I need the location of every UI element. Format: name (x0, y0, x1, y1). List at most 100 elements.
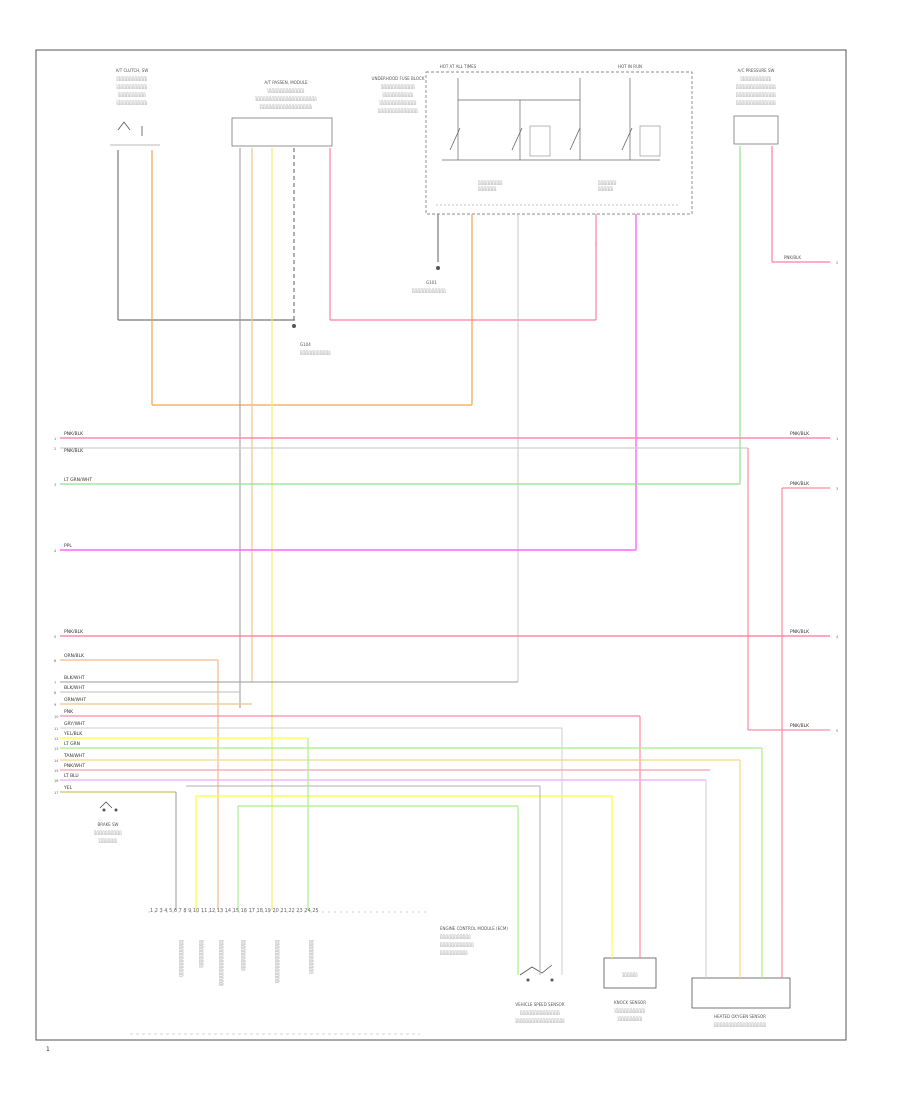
svg-text:1 2 3 4 5 6 7 8 9 10 11 12 13: 1 2 3 4 5 6 7 8 9 10 11 12 13 14 15 16 1… (150, 908, 319, 914)
right-module: A/C PRESSURE SW ░░░░░░░░░░ ░░░░░░░░░░░░░… (733, 68, 779, 145)
bus-label-9: ORN/WHT (64, 697, 86, 703)
bus-label-15: PNK/WHT (64, 763, 85, 769)
svg-text:PNK/BLK: PNK/BLK (790, 723, 810, 729)
relay-box: UNDERHOOD FUSE BLOCK ░░░░░░░░░░░ ░░░░░░░… (372, 64, 693, 215)
svg-text:░░░░░░░░░░: ░░░░░░░░░░ (383, 92, 414, 97)
svg-text:PNK/BLK: PNK/BLK (790, 431, 810, 437)
svg-text:░░░░░░░░░░: ░░░░░░░░░░ (241, 940, 246, 971)
svg-text:13: 13 (54, 747, 58, 751)
svg-text:░░░░░░░░░░: ░░░░░░░░░░ (117, 84, 148, 89)
svg-text:PNK/BLK: PNK/BLK (790, 481, 810, 487)
svg-text:░░░░░░░░░░: ░░░░░░░░░░ (300, 350, 331, 355)
bottom-left-switch: BRAKE SW ░░░░░░░░░ ░░░░░░ (94, 801, 122, 843)
svg-text:░░░░░░░░░: ░░░░░░░░░ (199, 940, 204, 968)
right-module-label: A/C PRESSURE SW (738, 68, 775, 73)
svg-text:░░░░░░░░░░░░░: ░░░░░░░░░░░░░ (736, 84, 776, 89)
svg-text:░░░░░░░░░: ░░░░░░░░░ (440, 950, 468, 955)
svg-text:░░░░░░░░░░: ░░░░░░░░░░ (117, 76, 148, 81)
svg-text:░░░░░░░░░░: ░░░░░░░░░░ (440, 934, 471, 939)
svg-text:░░░░░░: ░░░░░░ (99, 838, 117, 843)
sensor3-label: HEATED OXYGEN SENSOR (714, 1014, 766, 1019)
svg-text:░░░░░░░░░░: ░░░░░░░░░░ (117, 100, 148, 105)
left-module-label: A/T CLUTCH, SW (116, 68, 149, 73)
bus-label-16: LT BLU (64, 773, 79, 779)
svg-text:░░░░░░: ░░░░░░ (598, 180, 616, 185)
bus-label-17: YEL (63, 785, 73, 791)
svg-text:░░░░░: ░░░░░ (598, 186, 613, 191)
bus-label-4: PPL (64, 543, 72, 549)
relay-right-label: HOT IN RUN (618, 64, 642, 69)
svg-text:░░░░░░░░░░░░░░░░░: ░░░░░░░░░░░░░░░░░ (714, 1022, 766, 1027)
ecm-label: ENGINE CONTROL MODULE (ECM) (440, 926, 508, 931)
svg-text:14: 14 (54, 759, 59, 763)
bus-label-3: LT GRN/WHT (64, 477, 92, 483)
svg-text:17: 17 (54, 791, 58, 795)
heated-oxygen-sensor: HEATED OXYGEN SENSOR ░░░░░░░░░░░░░░░░░ (691, 977, 791, 1027)
page-number: 1 (46, 1046, 50, 1053)
bus-label-10: PNK (64, 709, 74, 715)
svg-text:7: 7 (54, 681, 56, 685)
diagram-frame (35, 49, 847, 1041)
ground-center: G104 ░░░░░░░░░░ (292, 324, 331, 355)
svg-text:2: 2 (836, 261, 838, 265)
svg-text:░░░░░░░░░░░░: ░░░░░░░░░░░░ (179, 940, 184, 977)
svg-text:░░░░░░░░░░░: ░░░░░░░░░░░ (440, 942, 474, 947)
svg-text:9: 9 (54, 703, 56, 707)
svg-text:░░░░░░░░░░: ░░░░░░░░░░ (615, 1008, 646, 1013)
svg-text:15: 15 (54, 769, 58, 773)
svg-text:░░░░░░░░░: ░░░░░░░░░ (118, 92, 146, 97)
svg-text:░░░░░░░░░░░░: ░░░░░░░░░░░░ (380, 100, 417, 105)
center-connector-label: A/T PASSEN, MODULE (264, 80, 308, 85)
bus-label-12: YEL/BLK (63, 731, 83, 737)
svg-text:5: 5 (54, 635, 56, 639)
bus-label-5: PNK/BLK (64, 629, 84, 635)
svg-text:░░░░░░░░░░░░░: ░░░░░░░░░░░░░ (378, 108, 418, 113)
svg-text:3: 3 (54, 483, 56, 487)
ecm-connector: 1 2 3 4 5 6 7 8 9 10 11 12 13 14 15 16 1… (130, 908, 508, 1035)
svg-text:PNK/BLK: PNK/BLK (784, 255, 801, 260)
svg-text:░░░░░░░░░░░░: ░░░░░░░░░░░░ (268, 88, 305, 93)
relay-box-label: UNDERHOOD FUSE BLOCK (372, 76, 425, 81)
svg-text:░░░░░░░░░░░░░░░: ░░░░░░░░░░░░░░░ (219, 940, 224, 986)
bus-label-11: GRY/WHT (64, 721, 85, 727)
bus-label-2: PNK/BLK (64, 448, 84, 454)
ground-center-label: G104 (300, 342, 311, 347)
svg-text:1: 1 (54, 437, 56, 441)
svg-text:░░░░░: ░░░░░ (622, 972, 637, 977)
svg-text:░░░░░░░░░░░░░░░░░░░░: ░░░░░░░░░░░░░░░░░░░░ (255, 96, 317, 101)
svg-text:2: 2 (54, 447, 56, 451)
svg-text:░░░░░░░░░: ░░░░░░░░░ (94, 830, 122, 835)
svg-text:░░░░░░░░░░░: ░░░░░░░░░░░ (309, 940, 314, 974)
svg-text:4: 4 (54, 549, 57, 553)
knock-sensor: ░░░░░ KNOCK SENSOR ░░░░░░░░░░ ░░░░░░░░ (603, 957, 657, 1021)
svg-text:░░░░░░░░░░░░░░░░░: ░░░░░░░░░░░░░░░░░ (260, 104, 312, 109)
ground-top-label: G101 (426, 280, 437, 285)
bus-label-8: BLK/WHT (64, 685, 85, 691)
svg-text:5: 5 (836, 729, 838, 733)
svg-text:1: 1 (836, 437, 838, 441)
left-module: A/T CLUTCH, SW ░░░░░░░░░░ ░░░░░░░░░░ ░░░… (110, 68, 160, 146)
svg-text:3: 3 (836, 487, 838, 491)
svg-text:░░░░░░░░░░░░░: ░░░░░░░░░░░░░ (520, 1010, 560, 1015)
ground-top: G101 ░░░░░░░░░░░ (412, 266, 446, 293)
sensor1-label: VEHICLE SPEED SENSOR (515, 1002, 564, 1007)
bottom-left-switch-label: BRAKE SW (97, 822, 118, 827)
svg-text:░░░░░░░░░░░░░░░░: ░░░░░░░░░░░░░░░░ (515, 1018, 564, 1023)
bus-label-1: PNK/BLK (64, 431, 84, 437)
bus-label-7: BLK/WHT (64, 675, 85, 681)
svg-text:░░░░░░░░: ░░░░░░░░ (618, 1016, 643, 1021)
bus-label-6: ORN/BLK (64, 653, 85, 659)
relay-left-label: HOT AT ALL TIMES (440, 64, 477, 69)
svg-text:11: 11 (54, 727, 58, 731)
bus-label-14: TAN/WHT (63, 753, 85, 759)
vehicle-speed-sensor: VEHICLE SPEED SENSOR ░░░░░░░░░░░░░ ░░░░░… (515, 964, 565, 1023)
svg-text:12: 12 (54, 737, 58, 741)
svg-text:8: 8 (54, 691, 56, 695)
bus-label-13: LT GRN (64, 741, 80, 747)
sensor2-label: KNOCK SENSOR (614, 1000, 646, 1005)
svg-text:4: 4 (836, 635, 839, 639)
svg-text:░░░░░░░░░░░: ░░░░░░░░░░░ (381, 84, 415, 89)
svg-text:░░░░░░: ░░░░░░ (478, 186, 496, 191)
svg-text:6: 6 (54, 659, 56, 663)
